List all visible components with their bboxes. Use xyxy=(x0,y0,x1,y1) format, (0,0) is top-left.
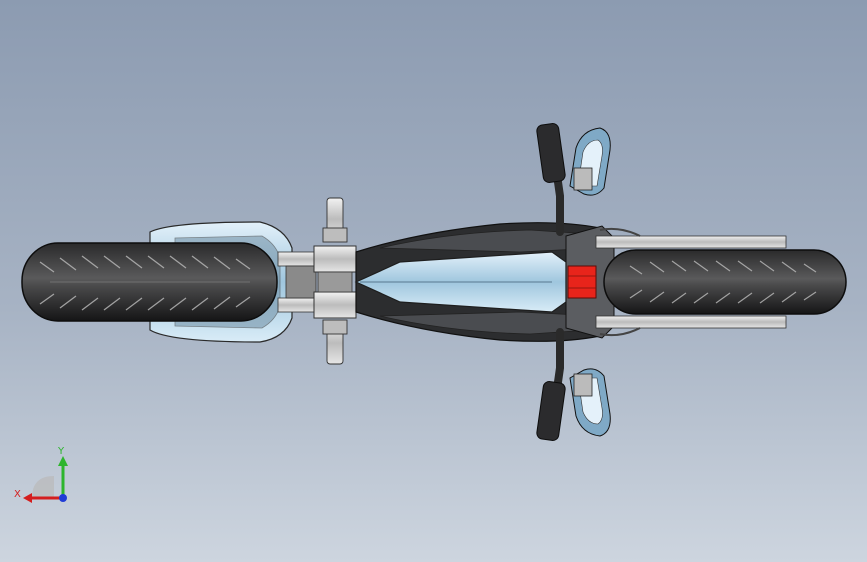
y-axis-label: Y xyxy=(57,446,65,457)
front-fork xyxy=(595,227,787,337)
front-tire-tread xyxy=(629,260,817,304)
z-axis-dot xyxy=(59,494,67,502)
rear-tire xyxy=(21,242,278,322)
tank-panel-upper xyxy=(379,229,599,253)
coordinate-triad: Y X xyxy=(14,446,68,503)
handlebar-right xyxy=(536,328,611,441)
front-tire xyxy=(603,249,847,315)
x-axis-label: X xyxy=(14,489,21,500)
tank-panel-lower xyxy=(379,311,599,335)
handlebar-left xyxy=(536,123,611,236)
y-axis-arrow xyxy=(58,456,68,466)
rear-tire-tread xyxy=(39,255,251,311)
steering-head-red xyxy=(567,265,597,299)
triad-plane-icon xyxy=(32,476,54,498)
rear-footpeg-assembly xyxy=(313,197,357,365)
x-axis-arrow xyxy=(23,493,32,503)
